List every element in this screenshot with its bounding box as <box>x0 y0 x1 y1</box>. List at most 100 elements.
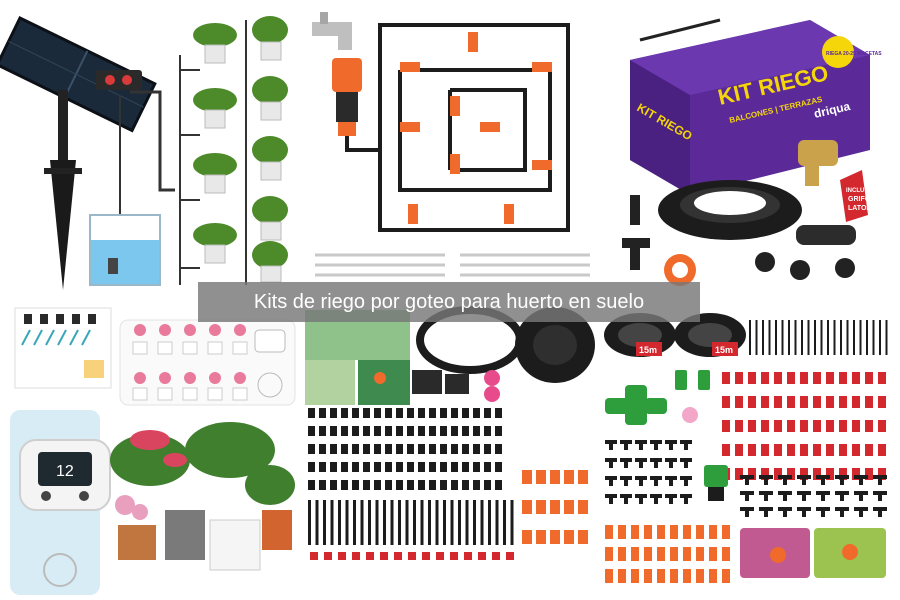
dripper-piece <box>644 569 652 583</box>
red-dripper-grid <box>722 372 886 480</box>
dripper-piece <box>605 569 613 583</box>
stake-piece <box>368 500 371 545</box>
dripper-piece <box>683 525 691 539</box>
fitting-piece <box>352 444 359 454</box>
tee-piece <box>609 458 613 468</box>
fitting-piece <box>330 426 337 436</box>
dripper-piece <box>670 525 678 539</box>
fitting-piece <box>374 444 381 454</box>
drip-layout-illustration <box>312 12 590 277</box>
tee-piece <box>802 491 806 501</box>
dripper-piece <box>748 468 756 480</box>
fitting-piece <box>484 444 491 454</box>
fitting-piece <box>352 480 359 490</box>
fitting-piece <box>440 426 447 436</box>
fitting-piece <box>407 426 414 436</box>
dripper-piece <box>761 396 769 408</box>
fitting-piece <box>319 444 326 454</box>
fitting-piece <box>495 444 502 454</box>
product-image-water-timer[interactable]: 12 <box>0 300 300 600</box>
stake-piece <box>413 500 416 545</box>
fitting-piece <box>407 444 414 454</box>
dripper-piece <box>878 372 886 384</box>
fitting-piece <box>473 480 480 490</box>
tee-piece <box>609 440 613 450</box>
tee-piece <box>684 476 688 486</box>
tee-piece <box>624 458 628 468</box>
fitting-piece <box>374 480 381 490</box>
tee-piece <box>802 475 806 485</box>
dripper-piece <box>735 396 743 408</box>
dripper-piece <box>696 525 704 539</box>
tee-piece <box>654 476 658 486</box>
fitting-rows <box>308 408 514 545</box>
stake-piece <box>510 500 514 545</box>
timer-display: 12 <box>56 463 74 480</box>
tee-piece <box>802 507 806 517</box>
dripper-piece <box>839 420 847 432</box>
tee-piece <box>859 475 863 485</box>
dripper-piece <box>839 372 847 384</box>
stake-piece <box>488 500 491 545</box>
stake-piece <box>315 500 319 545</box>
tee-piece <box>840 475 844 485</box>
dripper-piece <box>865 420 873 432</box>
dripper-piece <box>774 468 782 480</box>
dripper-piece <box>839 468 847 480</box>
stake-piece <box>398 500 401 545</box>
stake-piece <box>428 500 431 545</box>
dripper-piece <box>839 396 847 408</box>
dripper-piece <box>631 569 639 583</box>
water-timer-illustration: 12 <box>10 307 296 595</box>
fitting-piece <box>462 426 469 436</box>
fitting-piece <box>484 408 491 418</box>
fitting-piece <box>308 462 315 472</box>
tee-piece <box>624 440 628 450</box>
fitting-piece <box>473 444 480 454</box>
tee-piece <box>764 507 768 517</box>
fitting-piece <box>385 426 392 436</box>
stake-piece <box>458 500 461 545</box>
dripper-piece <box>709 569 717 583</box>
tee-piece <box>624 494 628 504</box>
product-image-splitter-kit[interactable]: 15m 15m <box>600 300 900 600</box>
fitting-piece <box>319 408 326 418</box>
fittings-kit-illustration <box>305 306 595 560</box>
fitting-piece <box>440 408 447 418</box>
fitting-piece <box>308 480 315 490</box>
fitting-piece <box>429 426 436 436</box>
product-image-boxed-kit[interactable]: KIT RIEGO KIT RIEGO BALCONES | TERRAZAS … <box>600 0 900 300</box>
tee-piece <box>783 491 787 501</box>
fitting-piece <box>418 480 425 490</box>
dripper-piece <box>709 547 717 561</box>
dripper-piece <box>878 396 886 408</box>
product-image-solar-kit[interactable] <box>0 0 300 300</box>
fitting-piece <box>473 462 480 472</box>
product-image-drip-layout[interactable] <box>300 0 600 300</box>
fitting-piece <box>363 480 370 490</box>
fitting-piece <box>462 444 469 454</box>
caption-text: Kits de riego por goteo para huerto en s… <box>253 290 645 313</box>
dripper-piece <box>644 547 652 561</box>
dripper-piece <box>800 420 808 432</box>
stake-piece <box>345 500 349 545</box>
dripper-piece <box>735 444 743 456</box>
tee-piece <box>764 475 768 485</box>
tee-piece <box>821 507 825 517</box>
stake-row <box>749 320 888 355</box>
tee-piece <box>859 491 863 501</box>
tee-piece <box>783 507 787 517</box>
dripper-piece <box>761 420 769 432</box>
tee-piece <box>684 494 688 504</box>
fitting-piece <box>495 408 502 418</box>
fitting-piece <box>429 462 436 472</box>
fitting-piece <box>407 408 414 418</box>
dripper-piece <box>865 396 873 408</box>
tee-piece <box>624 476 628 486</box>
dripper-piece <box>813 444 821 456</box>
fitting-piece <box>308 408 315 418</box>
fitting-piece <box>429 444 436 454</box>
stake-piece <box>360 500 364 545</box>
dripper-piece <box>670 569 678 583</box>
product-image-fittings-kit[interactable] <box>300 300 600 600</box>
